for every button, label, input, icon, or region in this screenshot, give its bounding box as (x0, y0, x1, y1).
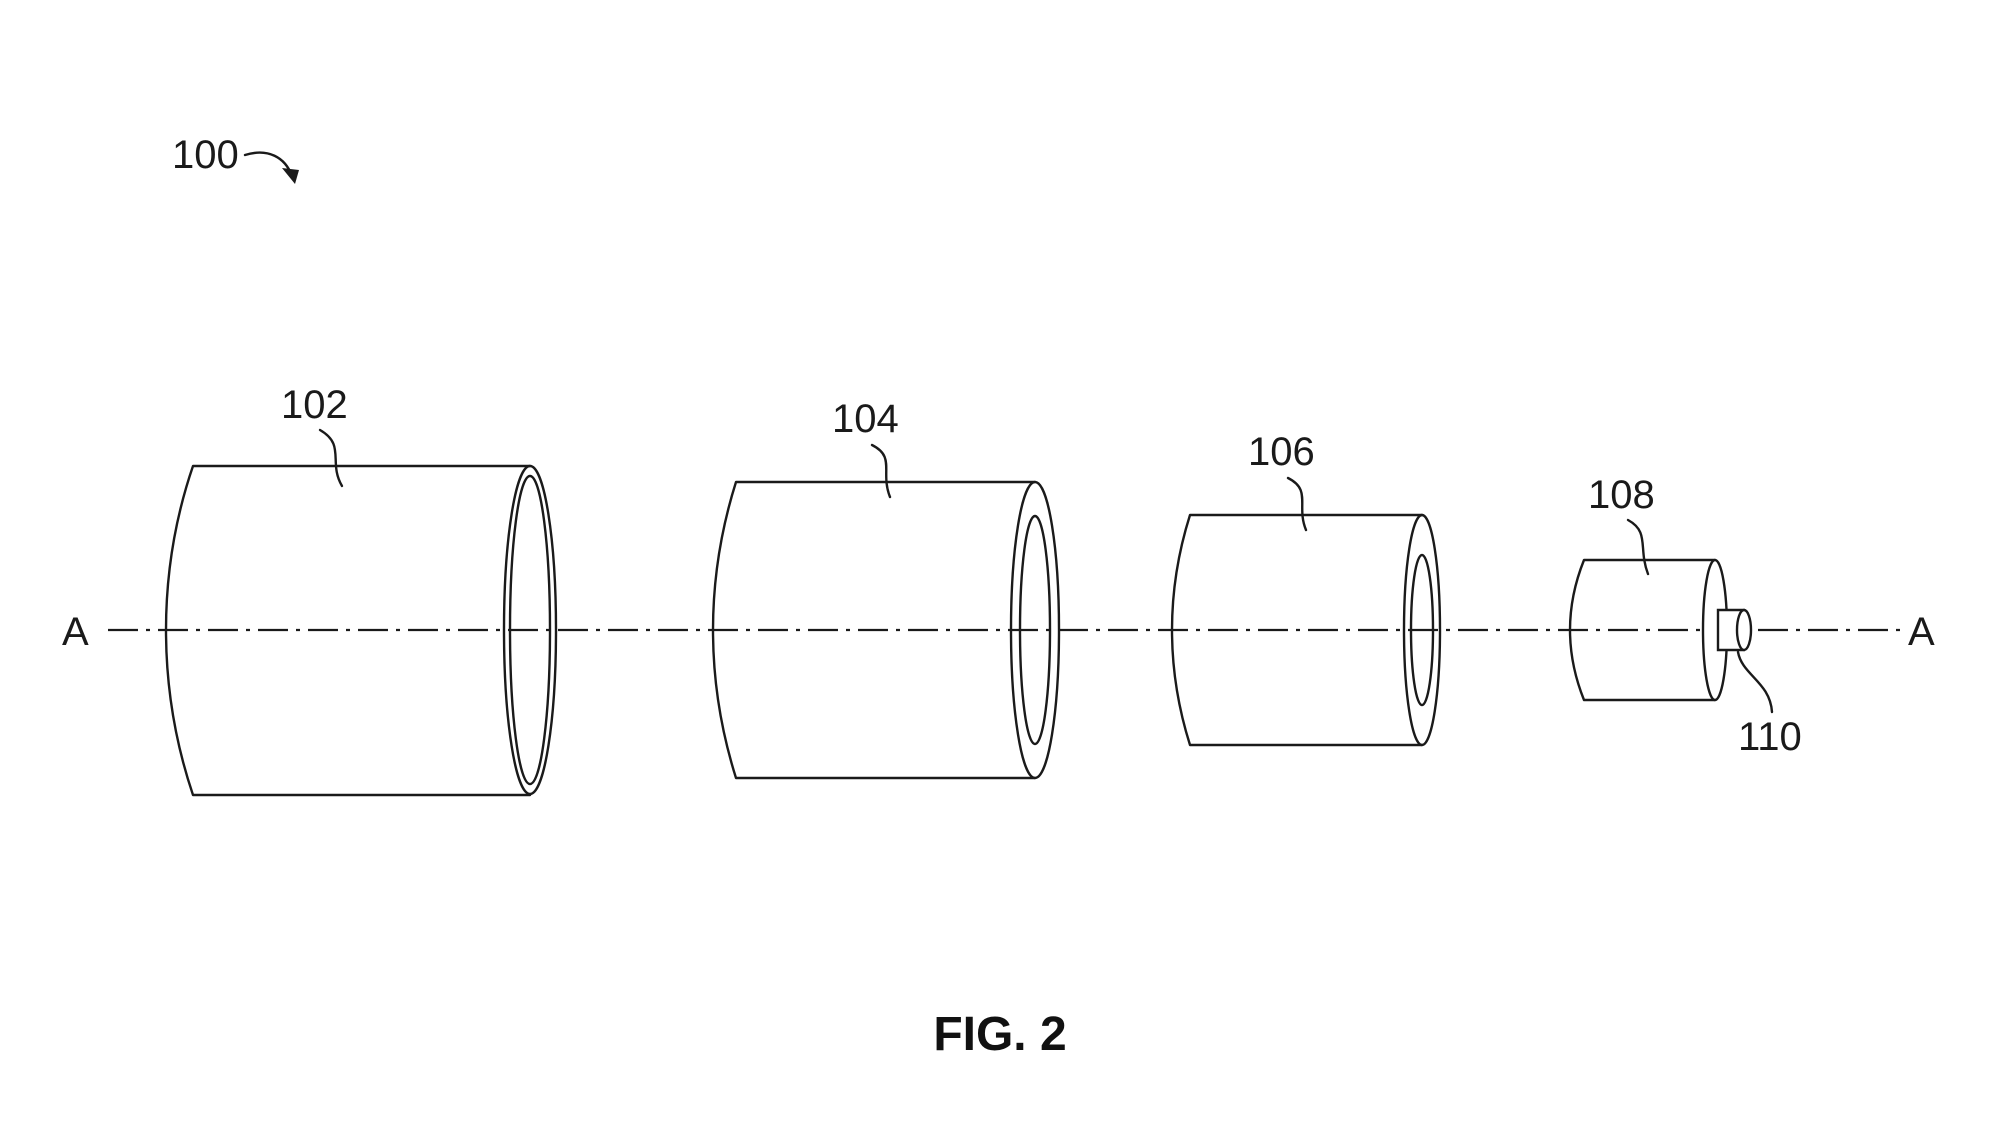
axis-label-left: A (62, 610, 89, 654)
component-106 (1170, 513, 1442, 747)
label-106: 106 (1248, 430, 1315, 474)
leader-104 (870, 443, 892, 499)
leader-102 (318, 428, 344, 488)
label-102: 102 (281, 383, 348, 427)
figure-caption: FIG. 2 (933, 1008, 1066, 1061)
label-110: 110 (1738, 715, 1802, 759)
assembly-arrow (243, 151, 294, 178)
component-108 (1568, 558, 1729, 702)
leader-108 (1626, 518, 1650, 576)
assembly-arrowhead (282, 168, 299, 184)
component-104 (711, 480, 1061, 780)
component-110 (1716, 608, 1753, 652)
label-104: 104 (832, 397, 899, 441)
assembly-label: 100 (172, 133, 239, 177)
leader-106 (1286, 476, 1308, 532)
label-108: 108 (1588, 473, 1655, 517)
axis-label-right: A (1908, 610, 1935, 654)
component-102 (164, 464, 558, 797)
leader-110 (1736, 650, 1774, 714)
